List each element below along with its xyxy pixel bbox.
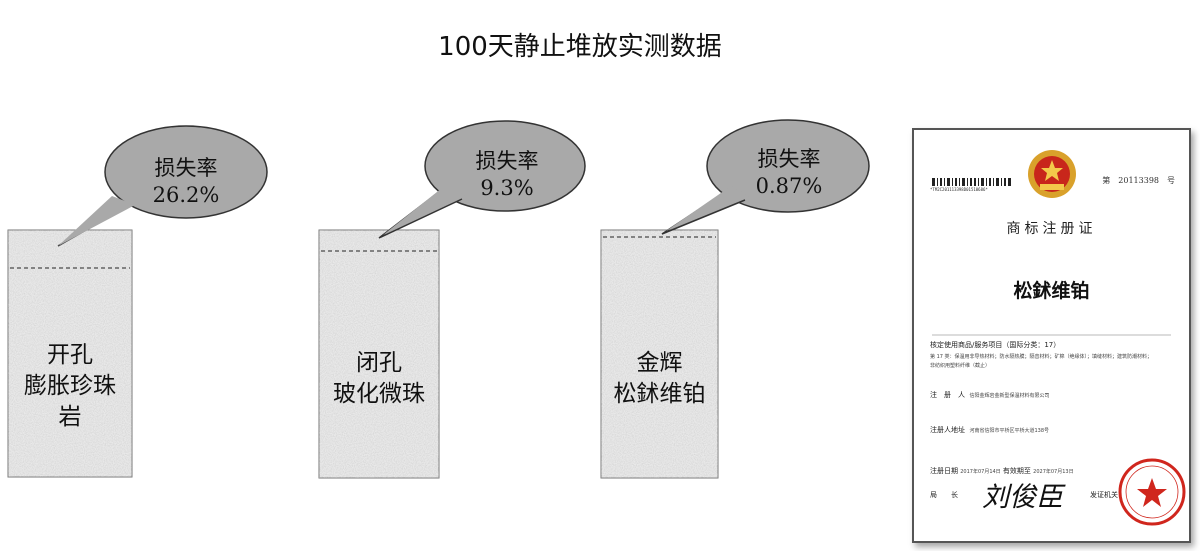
- address-row: 注册人地址 河南省信阳市平桥区平桥大道138号: [930, 426, 1049, 434]
- goods-detail-1: 第 17 类：保温用非导热材料；防水隔热膜；隔音材料；矿棉（绝缘体）；填缝材料；…: [930, 354, 1153, 360]
- goods-detail-2: 非纺织用塑料纤维（截止）: [930, 363, 991, 369]
- diagram-title: 100天静止堆放实测数据: [438, 32, 722, 62]
- goods-line: 核定使用商品/服务项目（国际分类：17）: [930, 341, 1061, 349]
- director-signature: 刘俊臣: [982, 482, 1063, 513]
- loss-label-2: 损失率: [475, 149, 539, 173]
- sample-label-2: 闭孔 玻化微珠: [333, 350, 425, 407]
- sample-label-1: 开孔 膨胀珍珠 岩: [24, 342, 116, 430]
- trademark-certificate: *TM2C201113398D01510686* 第 20113398 号 商标…: [912, 128, 1191, 543]
- sample-container-1: [7, 229, 133, 478]
- loss-bubble-1-text: 损失率 26.2%: [126, 155, 246, 209]
- barcode-text: *TM2C201113398D01510686*: [930, 187, 988, 192]
- loss-value-2: 9.3%: [480, 176, 534, 200]
- certificate-graphics: [932, 150, 1186, 526]
- issuer-label: 发证机关: [1090, 491, 1118, 499]
- registration-number: 第 20113398 号: [1102, 176, 1175, 185]
- loss-label-3: 损失率: [757, 147, 821, 171]
- loss-label-1: 损失率: [154, 156, 218, 180]
- trademark-name: 松鉥维铂: [1013, 280, 1090, 302]
- loss-bubble-2-text: 损失率 9.3%: [447, 148, 567, 202]
- director-label: 局 长: [930, 491, 958, 499]
- certificate-heading: 商标注册证: [1006, 221, 1097, 237]
- loss-bubble-3: [661, 119, 870, 235]
- loss-value-1: 26.2%: [152, 183, 220, 207]
- barcode: [932, 178, 1011, 186]
- loss-bubble-1: [57, 125, 268, 247]
- registrant-row: 注 册 人 信阳金辉岩金新型保温材料有限公司: [930, 391, 1050, 399]
- loss-value-3: 0.87%: [755, 174, 823, 198]
- loss-bubble-2: [378, 120, 586, 239]
- date-row: 注册日期 2017年07月14日 有效期至 2027年07月13日: [930, 467, 1074, 475]
- sample-label-3: 金辉 松鉥维铂: [613, 350, 706, 407]
- sample-container-3: [600, 229, 719, 479]
- loss-bubble-3-text: 损失率 0.87%: [729, 146, 849, 200]
- sample-container-2: [318, 229, 440, 479]
- national-emblem-icon: [1028, 150, 1076, 198]
- official-seal: [1118, 458, 1186, 526]
